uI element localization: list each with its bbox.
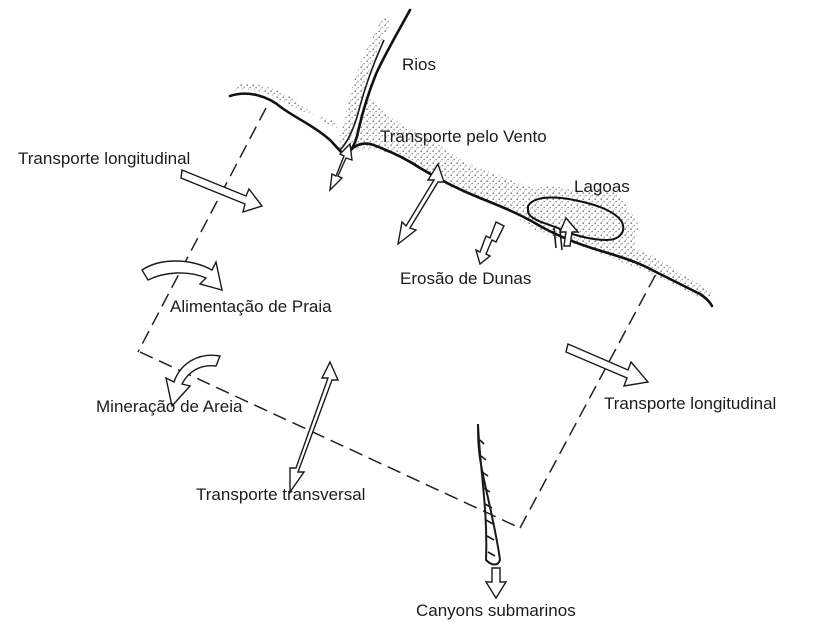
arrow-transporte-transversal — [289, 360, 340, 495]
beach-sand — [230, 83, 712, 301]
lagoon-outline — [527, 196, 625, 241]
arrow-mineracao-areia — [165, 354, 221, 408]
arrow-transporte-longitudinal-left — [180, 169, 264, 214]
arrow-erosao-dunas — [474, 221, 505, 266]
river-bank-sand — [338, 18, 392, 158]
label-canyons-submarinos: Canyons submarinos — [416, 601, 576, 620]
lagoon-inlet — [553, 227, 563, 251]
label-erosao-de-dunas: Erosão de Dunas — [400, 269, 531, 288]
submarine-canyon — [477, 423, 502, 566]
lagoon-sand — [516, 186, 634, 248]
coastline — [228, 92, 714, 308]
sand-bands — [230, 18, 712, 301]
label-rios: Rios — [402, 55, 436, 74]
river-inner-bank — [339, 39, 385, 151]
label-mineracao-de-areia: Mineração de Areia — [96, 397, 243, 416]
label-transporte-transversal: Transporte transversal — [196, 485, 365, 504]
river — [344, 8, 412, 158]
label-alimentacao-de-praia: Alimentação de Praia — [170, 297, 332, 316]
label-transporte-pelo-vento: Transporte pelo Vento — [380, 127, 547, 146]
arrow-canyons-submarinos — [484, 567, 508, 600]
budget-cell-boundary — [137, 107, 657, 529]
arrow-alimentacao-praia — [141, 259, 223, 291]
arrow-rio-bidirecional — [329, 142, 353, 192]
arrow-transporte-longitudinal-right — [565, 343, 650, 387]
label-transporte-longitudinal-right: Transporte longitudinal — [604, 394, 776, 413]
label-transporte-longitudinal-left: Transporte longitudinal — [18, 149, 190, 168]
arrow-transporte-vento — [396, 162, 445, 246]
label-lagoas: Lagoas — [574, 177, 630, 196]
arrow-lagoas — [558, 216, 580, 247]
